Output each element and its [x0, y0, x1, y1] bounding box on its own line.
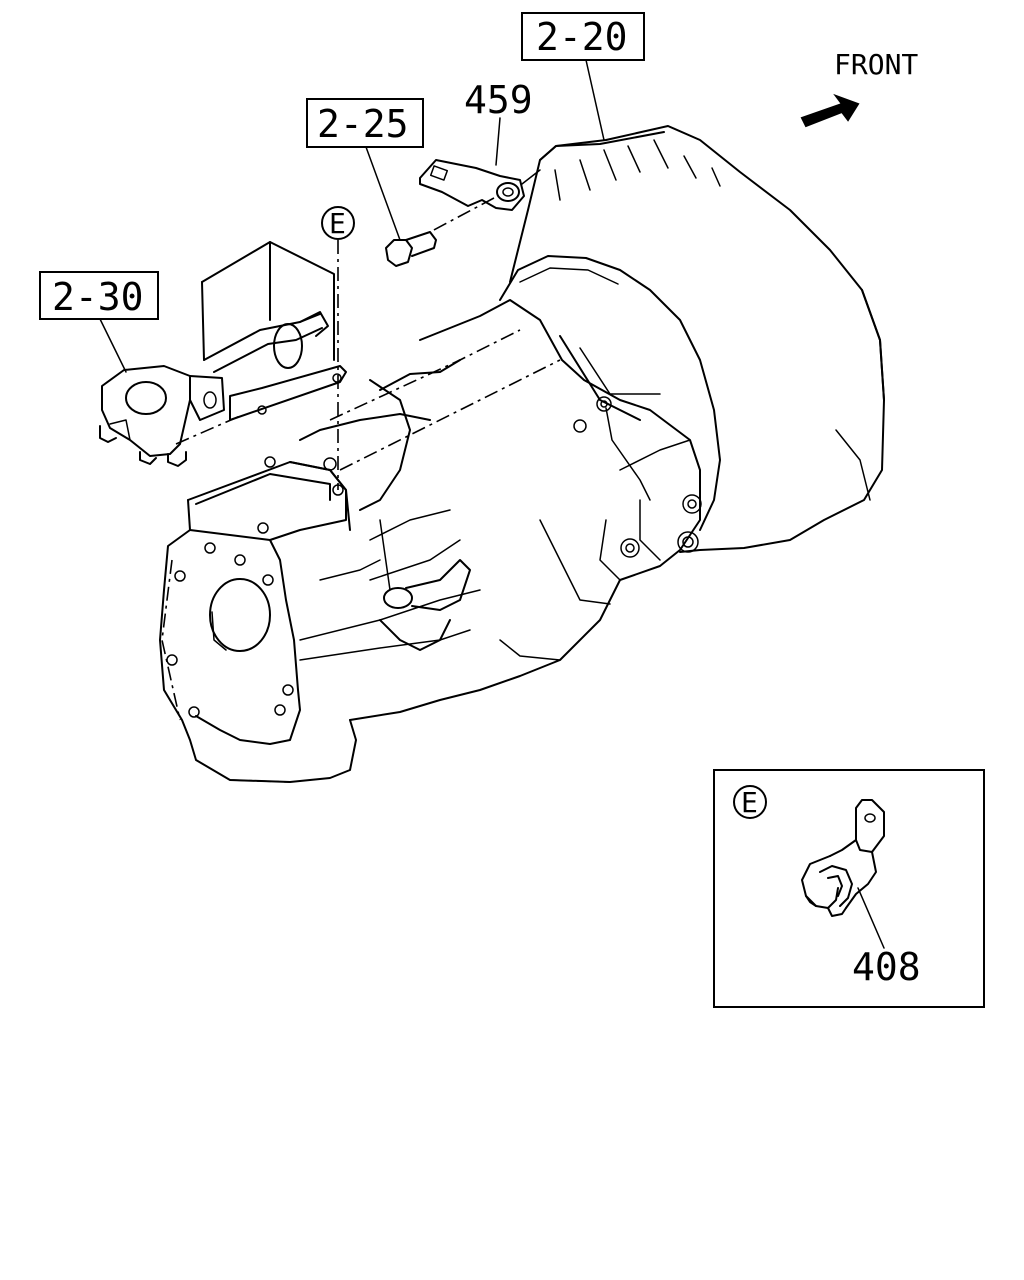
bolt-axis-line [429, 197, 495, 233]
part-number-459[interactable]: 459 [464, 78, 533, 122]
ref-label-2-25: 2-25 [317, 102, 409, 146]
front-label: FRONT [834, 48, 918, 81]
ref-box-2-30[interactable]: 2-30 [39, 271, 159, 320]
bolt-2-25[interactable] [385, 231, 437, 267]
ref-label-2-30: 2-30 [52, 275, 144, 319]
detail-box-marker [733, 785, 767, 819]
clip-408[interactable] [801, 799, 885, 917]
leader-lines [99, 59, 605, 373]
detail-marker-e-label: E [329, 207, 346, 240]
front-arrow-icon [800, 93, 860, 128]
part-number-408[interactable]: 408 [852, 945, 921, 989]
clip-leader-line [857, 887, 885, 949]
ref-label-2-20: 2-20 [536, 15, 628, 59]
ref-box-2-20[interactable]: 2-20 [521, 12, 645, 61]
detail-box-marker-label: E [741, 786, 758, 819]
shift-housing-2-30 [99, 241, 347, 467]
transmission-housing [159, 125, 885, 783]
detail-box-e: E 408 [713, 769, 985, 1008]
bracket-459[interactable] [419, 159, 525, 211]
ref-box-2-25[interactable]: 2-25 [306, 98, 424, 148]
detail-marker-e[interactable]: E [321, 206, 355, 240]
